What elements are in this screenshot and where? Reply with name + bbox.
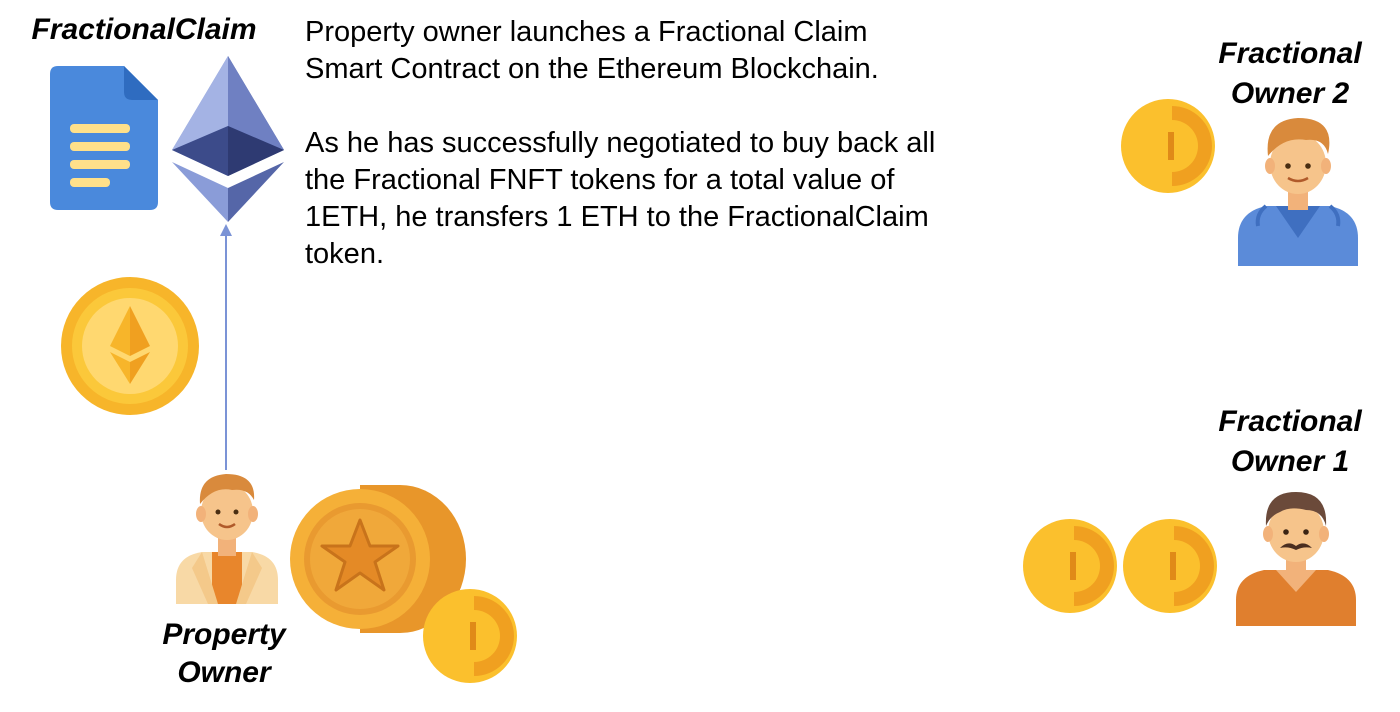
- fractional-owner-2-label-line1: Fractional: [1218, 37, 1362, 70]
- fnft-coin-icon: [423, 589, 517, 683]
- description-paragraph-2: As he has successfully negotiated to buy…: [305, 127, 936, 270]
- property-owner-label-line2: Owner: [177, 656, 271, 689]
- document-icon: [50, 66, 158, 210]
- fractional-owner-1-avatar-icon: [1236, 492, 1356, 626]
- transfer-arrow: [220, 224, 232, 470]
- fnft-coin-icon: [1023, 519, 1117, 613]
- fnft-coin-icon: [1121, 99, 1215, 193]
- description-paragraph-1: Property owner launches a Fractional Cla…: [305, 16, 879, 85]
- fractional-owner-2-label-line2: Owner 2: [1230, 77, 1350, 110]
- description-text: Property owner launches a Fractional Cla…: [305, 14, 945, 273]
- eth-coin-icon: [61, 277, 199, 415]
- fnft-star-coin-icon: [290, 485, 466, 633]
- fractional-owner-2-avatar-icon: [1238, 118, 1358, 266]
- fractional-owner-1-label-line1: Fractional: [1218, 405, 1362, 438]
- fractional-owner-2-label: Fractional Owner 2: [1196, 34, 1384, 114]
- fractional-owner-1-label-line2: Owner 1: [1230, 445, 1350, 478]
- property-owner-avatar-icon: [176, 474, 278, 604]
- property-owner-label: Property Owner: [136, 616, 312, 692]
- fnft-coin-icon: [1123, 519, 1217, 613]
- property-owner-label-line1: Property: [162, 618, 286, 651]
- fractional-owner-1-label: Fractional Owner 1: [1196, 402, 1384, 482]
- contract-title: FractionalClaim: [31, 13, 257, 46]
- ethereum-logo-icon: [172, 56, 284, 222]
